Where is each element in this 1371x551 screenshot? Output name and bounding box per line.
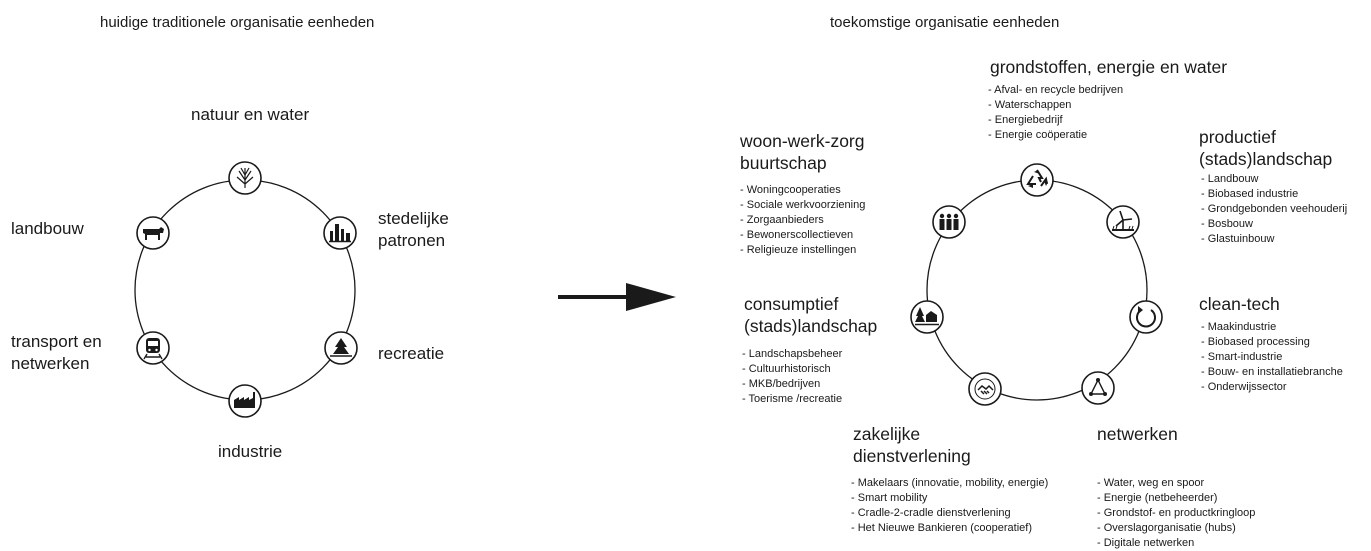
list-item: Sociale werkvoorziening bbox=[740, 198, 866, 213]
recycle-icon bbox=[1020, 163, 1054, 197]
list-item: Grondstof- en productkringloop bbox=[1097, 506, 1256, 521]
list-item: MKB/bedrijven bbox=[742, 377, 842, 392]
reed-plant-icon bbox=[228, 161, 262, 195]
title-consumptief-stadslandschap: consumptief (stads)landschap bbox=[744, 294, 878, 336]
list-item: Biobased processing bbox=[1201, 335, 1343, 350]
list-item: Religieuze instellingen bbox=[740, 243, 865, 258]
list-item: Makelaars (innovatie, mobility, energie) bbox=[851, 476, 1049, 491]
list-item: Energiebedrijf bbox=[988, 113, 1123, 128]
list-item: Afval- en recycle bedrijven bbox=[988, 83, 1123, 98]
list-item: Bouw- en installatiebranche bbox=[1201, 365, 1343, 380]
train-icon bbox=[136, 331, 170, 365]
tree-landscape-icon bbox=[324, 331, 358, 365]
title-clean-tech: clean-tech bbox=[1199, 294, 1280, 314]
list-item: Biobased industrie bbox=[1201, 187, 1347, 202]
label-landbouw: landbouw bbox=[11, 219, 84, 238]
handshake-icon bbox=[968, 372, 1002, 406]
title-zakelijke-dienstverlening: zakelijke dienstverlening bbox=[853, 424, 971, 466]
left-heading: huidige traditionele organisatie eenhede… bbox=[100, 14, 375, 31]
list-clean-tech: Maakindustrie Biobased processing Smart-… bbox=[1201, 320, 1343, 395]
network-triangle-icon bbox=[1081, 371, 1115, 405]
title-netwerken: netwerken bbox=[1097, 424, 1178, 444]
left-ring bbox=[134, 179, 356, 401]
label-natuur-en-water: natuur en water bbox=[191, 105, 310, 124]
factory-icon bbox=[228, 384, 262, 418]
cow-icon bbox=[136, 216, 170, 250]
list-item: Maakindustrie bbox=[1201, 320, 1343, 335]
list-grondstoffen: Afval- en recycle bedrijven Waterschappe… bbox=[988, 83, 1123, 143]
city-skyline-icon bbox=[323, 216, 357, 250]
list-item: Smart-industrie bbox=[1201, 350, 1343, 365]
cycle-arrow-icon bbox=[1129, 300, 1163, 334]
list-item: Glastuinbouw bbox=[1201, 232, 1347, 247]
list-item: Het Nieuwe Bankieren (cooperatief) bbox=[851, 521, 1048, 536]
label-stedelijke-patronen: stedelijke patronen bbox=[378, 209, 449, 250]
right-heading: toekomstige organisatie eenheden bbox=[830, 14, 1060, 31]
list-item: Landschapsbeheer bbox=[742, 347, 843, 362]
title-productief-stadslandschap: productief (stads)landschap bbox=[1199, 127, 1333, 169]
list-item: Cradle-2-cradle dienstverlening bbox=[851, 506, 1048, 521]
label-recreatie: recreatie bbox=[378, 344, 445, 363]
list-item: Bewonerscollectieven bbox=[740, 228, 865, 243]
windmill-field-icon bbox=[1106, 205, 1140, 239]
list-item: Waterschappen bbox=[988, 98, 1123, 113]
list-zakelijke: Makelaars (innovatie, mobility, energie)… bbox=[851, 476, 1049, 536]
list-item: Energie coöperatie bbox=[988, 128, 1123, 143]
list-item: Energie (netbeheerder) bbox=[1097, 491, 1255, 506]
title-grondstoffen-energie-water: grondstoffen, energie en water bbox=[990, 57, 1228, 77]
list-item: Bosbouw bbox=[1201, 217, 1347, 232]
list-consumptief: Landschapsbeheer Cultuurhistorisch MKB/b… bbox=[742, 347, 843, 407]
label-transport-en-netwerken: transport en netwerken bbox=[11, 332, 102, 373]
list-item: Zorgaanbieders bbox=[740, 213, 865, 228]
list-woon-werk-zorg: Woningcooperaties Sociale werkvoorzienin… bbox=[740, 183, 866, 258]
list-item: Smart mobility bbox=[851, 491, 1048, 506]
transition-arrow bbox=[558, 283, 676, 311]
list-productief: Landbouw Biobased industrie Grondgebonde… bbox=[1201, 172, 1347, 247]
list-item: Digitale netwerken bbox=[1097, 536, 1255, 551]
list-item: Grondgebonden veehouderij bbox=[1201, 202, 1347, 217]
people-group-icon bbox=[932, 205, 966, 239]
list-item: Cultuurhistorisch bbox=[742, 362, 842, 377]
list-item: Overslagorganisatie (hubs) bbox=[1097, 521, 1255, 536]
title-woon-werk-zorg-buurtschap: woon-werk-zorg buurtschap bbox=[740, 131, 865, 173]
list-item: Water, weg en spoor bbox=[1097, 476, 1255, 491]
list-item: Toerisme /recreatie bbox=[742, 392, 843, 407]
list-netwerken: Water, weg en spoor Energie (netbeheerde… bbox=[1097, 476, 1256, 551]
list-item: Woningcooperaties bbox=[740, 183, 865, 198]
list-item: Landbouw bbox=[1201, 172, 1347, 187]
farm-landscape-icon bbox=[910, 300, 944, 334]
label-industrie: industrie bbox=[218, 442, 283, 461]
list-item: Onderwijssector bbox=[1201, 380, 1343, 395]
